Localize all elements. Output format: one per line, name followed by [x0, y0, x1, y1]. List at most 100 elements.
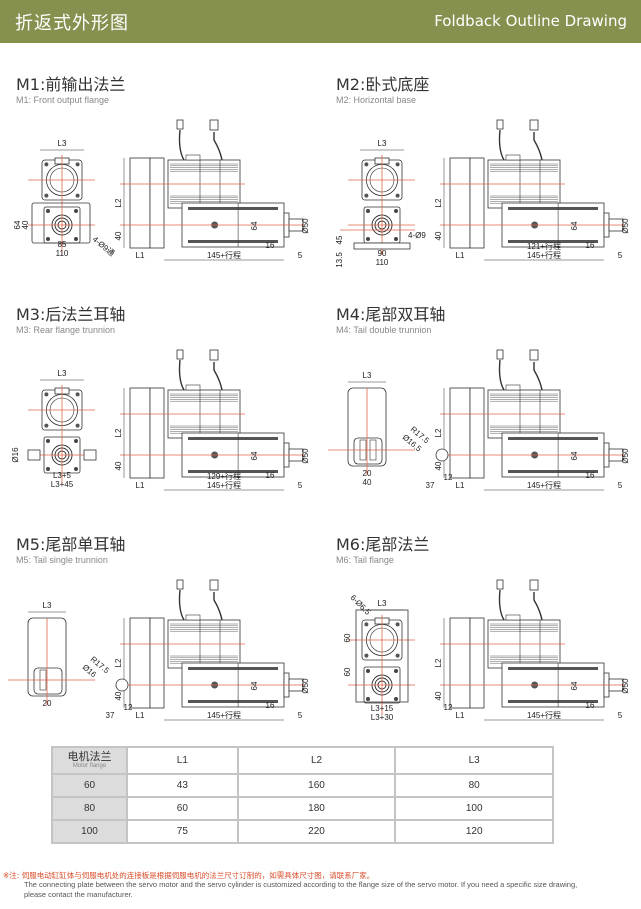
table-row: 100 75 220 120 — [51, 819, 554, 844]
base-plate — [353, 242, 411, 250]
cable — [178, 359, 185, 391]
cable-clamp — [505, 614, 521, 621]
cable-clamp — [505, 384, 521, 391]
cable — [533, 132, 543, 161]
dimension-label: L3+30 — [371, 713, 394, 722]
gear-box — [129, 157, 151, 249]
connecting-plate — [149, 157, 165, 249]
cable-clamp — [185, 154, 201, 161]
cylinder-slot — [508, 437, 598, 440]
header-title-cn: 折返式外形图 — [15, 13, 129, 34]
bolt-hole-icon — [74, 209, 78, 213]
dimension-label: 16 — [266, 471, 275, 480]
bolt-hole-icon — [395, 162, 400, 167]
table-row: 60 43 160 80 — [51, 773, 554, 798]
connector-icon — [529, 579, 539, 591]
table-row: 80 60 180 100 — [51, 796, 554, 821]
dimension-label: 90 — [378, 249, 387, 258]
dimension-label: L2 — [434, 658, 443, 667]
cell: 120 — [394, 819, 554, 844]
dimension-label: L3 — [43, 601, 52, 610]
gear-box — [129, 617, 151, 709]
connector-icon — [529, 119, 539, 131]
section-title: M1:前输出法兰 — [16, 75, 126, 94]
gear-box — [449, 157, 471, 249]
dimension-label: L1 — [456, 251, 465, 260]
bolt-hole-icon — [75, 193, 80, 198]
connector-icon — [496, 349, 504, 360]
connecting-plate — [469, 617, 485, 709]
cable — [533, 362, 543, 391]
row-flange: 60 — [51, 773, 128, 798]
dimension-label: 16 — [266, 701, 275, 710]
dimension-label: L3 — [378, 599, 387, 608]
header-en: Motor flange — [72, 763, 107, 769]
note-cn: ※注: 伺服电动缸缸体与伺服电机处的连接板是根据伺服电机的法兰尺寸订制的，如需具… — [3, 871, 375, 880]
section-title: M2:卧式底座 — [336, 75, 430, 94]
bolt-hole-icon — [75, 423, 80, 428]
cable — [213, 592, 223, 621]
trunnion-face — [353, 437, 383, 465]
row-flange: 80 — [51, 796, 128, 821]
dimension-label: 45 — [335, 235, 344, 244]
dimension-label: 12 — [124, 703, 133, 712]
section-title: M4:尾部双耳轴 — [336, 305, 446, 324]
dimension-label: 40 — [434, 461, 443, 470]
dimension-label: 40 — [434, 231, 443, 240]
bolt-hole-icon — [366, 697, 370, 701]
gear-box — [449, 387, 471, 479]
dimension-label: 20 — [363, 469, 372, 478]
dimension-label: L3 — [58, 369, 67, 378]
dimension-label: 40 — [363, 478, 372, 487]
cylinder-slot — [508, 700, 598, 703]
cylinder-slot — [188, 240, 278, 243]
cylinder-slot — [508, 470, 598, 473]
dimension-label: 12 — [444, 703, 453, 712]
dimension-label: 60 — [343, 633, 352, 642]
row-flange: 100 — [51, 819, 128, 844]
bolt-hole-icon — [44, 162, 49, 167]
dimension-label: 16 — [266, 241, 275, 250]
bolt-hole-icon — [366, 237, 370, 241]
header-title-en: Foldback Outline Drawing — [434, 12, 627, 30]
dimension-label: L2 — [434, 428, 443, 437]
cylinder-slot — [188, 700, 278, 703]
dimension-label: Ø50 — [621, 218, 630, 234]
dimension-label: 145+行程 — [207, 480, 241, 490]
dimension-label: 13.5 — [335, 252, 344, 268]
section-subtitle: M1: Front output flange — [16, 95, 110, 105]
dimension-label: 129+行程 — [207, 471, 241, 481]
dimension-label: 64 — [13, 220, 22, 229]
cell: 180 — [236, 796, 397, 821]
dimension-label: 37 — [106, 711, 115, 720]
dimension-label: 37 — [426, 481, 435, 490]
dimension-label: L3+5 — [53, 471, 72, 480]
header-cn: 电机法兰 — [67, 750, 112, 763]
dimension-label: L2 — [114, 198, 123, 207]
dimension-label: L3+15 — [371, 704, 394, 713]
dimension-label: L1 — [136, 251, 145, 260]
connector-icon — [209, 119, 219, 131]
bolt-hole-icon — [44, 392, 49, 397]
dimension-label: 64 — [570, 221, 579, 230]
bolt-hole-icon — [394, 669, 398, 673]
dimension-label: 145+行程 — [207, 710, 241, 720]
dimension-label: L3 — [363, 371, 372, 380]
cylinder-slot — [508, 667, 598, 670]
cable — [178, 589, 185, 621]
cell: 220 — [236, 819, 397, 844]
connector-icon — [176, 349, 184, 360]
trunnion-eye — [435, 448, 449, 462]
dimension-label: 145+行程 — [207, 250, 241, 260]
dimension-table: 电机法兰 Motor flange L1 L2 L3 60 43 160 80 … — [51, 746, 554, 844]
dimension-label: 12 — [444, 473, 453, 482]
